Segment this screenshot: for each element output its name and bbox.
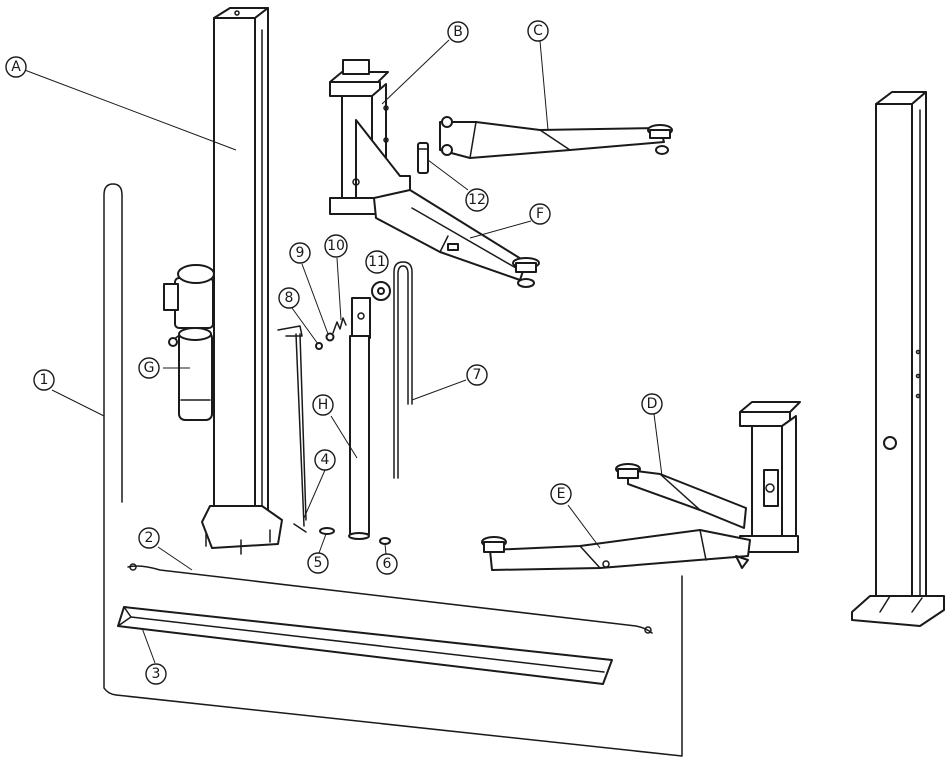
callout-C: C	[527, 20, 549, 42]
equalizer-cable	[127, 563, 653, 634]
callout-H: H	[312, 394, 334, 416]
callout-4: 4	[314, 449, 336, 471]
callout-2: 2	[138, 527, 160, 549]
lift-arm-c	[439, 116, 673, 159]
callout-1: 1	[33, 369, 55, 391]
secondary-column	[851, 91, 945, 627]
spring-10	[332, 317, 347, 334]
lift-arm-d	[615, 463, 747, 529]
power-unit-motor	[163, 264, 215, 347]
hydraulic-hose-loop	[103, 183, 683, 757]
callout-12-label: 12	[468, 192, 486, 208]
lift-arm-e	[481, 529, 751, 571]
washer-6	[379, 537, 391, 545]
carriage	[329, 59, 411, 215]
callout-5-label: 5	[314, 555, 323, 571]
floor-cover-plate	[117, 606, 613, 685]
callout-3: 3	[145, 663, 167, 685]
pulley	[371, 281, 391, 301]
callout-B-label: B	[453, 24, 463, 40]
callout-2-label: 2	[145, 530, 154, 546]
callout-F-label: F	[536, 206, 544, 222]
callout-10-label: 10	[327, 238, 345, 254]
callout-6: 6	[376, 553, 398, 575]
callout-10: 10	[324, 234, 348, 258]
callout-E: E	[550, 483, 572, 505]
hydraulic-hose-u	[393, 261, 413, 479]
callout-G-label: G	[144, 360, 155, 376]
callout-3-label: 3	[152, 666, 161, 682]
callout-11: 11	[365, 250, 389, 274]
callout-1-label: 1	[40, 372, 49, 388]
callout-7: 7	[466, 364, 488, 386]
callout-9-label: 9	[296, 245, 305, 261]
power-unit-reservoir	[178, 327, 213, 421]
nut-9	[325, 332, 335, 342]
callout-H-label: H	[318, 397, 329, 413]
callout-7-label: 7	[473, 367, 482, 383]
callout-6-label: 6	[383, 556, 392, 572]
bolt-8	[315, 342, 323, 350]
pin	[417, 142, 429, 174]
callout-9: 9	[289, 242, 311, 264]
callout-C-label: C	[533, 23, 543, 39]
callout-8: 8	[278, 287, 300, 309]
callout-G: G	[138, 357, 160, 379]
hydraulic-cylinder	[348, 297, 371, 540]
callout-B: B	[447, 21, 469, 43]
lift-arm-f	[373, 189, 540, 288]
callout-A-label: A	[11, 59, 21, 75]
callout-11-label: 11	[368, 254, 386, 270]
carriage-2	[739, 401, 801, 553]
washer-5	[319, 527, 335, 535]
safety-rod	[277, 325, 307, 533]
callout-D: D	[641, 393, 663, 415]
callout-8-label: 8	[285, 290, 294, 306]
callout-A: A	[5, 56, 27, 78]
main-column	[201, 7, 283, 555]
callout-F: F	[529, 203, 551, 225]
callout-4-label: 4	[321, 452, 330, 468]
leader-lines	[21, 39, 663, 664]
callout-D-label: D	[647, 396, 658, 412]
callout-12: 12	[465, 188, 489, 212]
callout-E-label: E	[557, 486, 566, 502]
callout-5: 5	[307, 552, 329, 574]
